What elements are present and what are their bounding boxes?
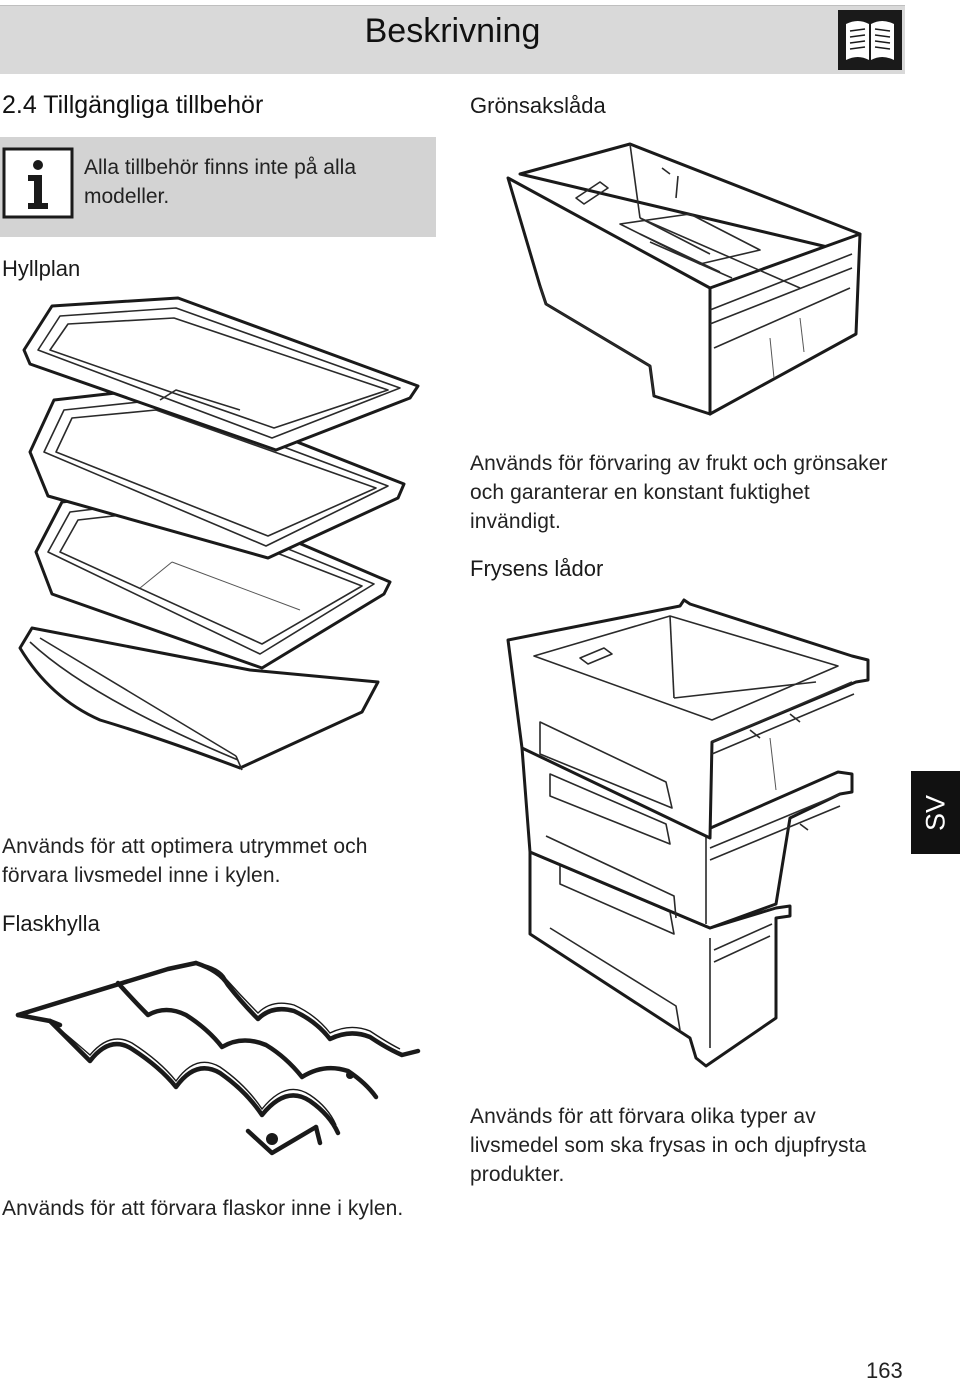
bottle-rack-description: Används för att förvara flaskor inne i k… bbox=[2, 1197, 404, 1220]
book-icon bbox=[838, 10, 902, 70]
page-title: Beskrivning bbox=[364, 12, 541, 50]
freezer-illustration bbox=[506, 598, 870, 1068]
section-title: 2.4 Tillgängliga tillbehör bbox=[2, 91, 264, 119]
info-text: Alla tillbehör finns inte på alla modell… bbox=[84, 156, 356, 208]
shelf-title: Hyllplan bbox=[2, 256, 81, 281]
freezer-title: Frysens lådor bbox=[470, 556, 604, 581]
info-icon bbox=[2, 147, 74, 219]
crisper-description: Används för förvaring av frukt och gröns… bbox=[470, 452, 888, 533]
freezer-description: Används för att förvara olika typer av l… bbox=[470, 1105, 867, 1186]
crisper-title: Grönsakslåda bbox=[470, 93, 606, 118]
bottle-rack-illustration bbox=[15, 960, 421, 1156]
language-code: SV bbox=[920, 794, 950, 831]
page-number: 163 bbox=[866, 1358, 903, 1383]
header-bar bbox=[0, 5, 905, 74]
shelf-description: Används för att optimera utrymmet och fö… bbox=[2, 835, 368, 887]
crisper-illustration bbox=[506, 142, 862, 416]
bottle-rack-title: Flaskhylla bbox=[2, 911, 100, 936]
shelf-illustration bbox=[18, 296, 420, 771]
language-tab: SV bbox=[911, 771, 960, 854]
